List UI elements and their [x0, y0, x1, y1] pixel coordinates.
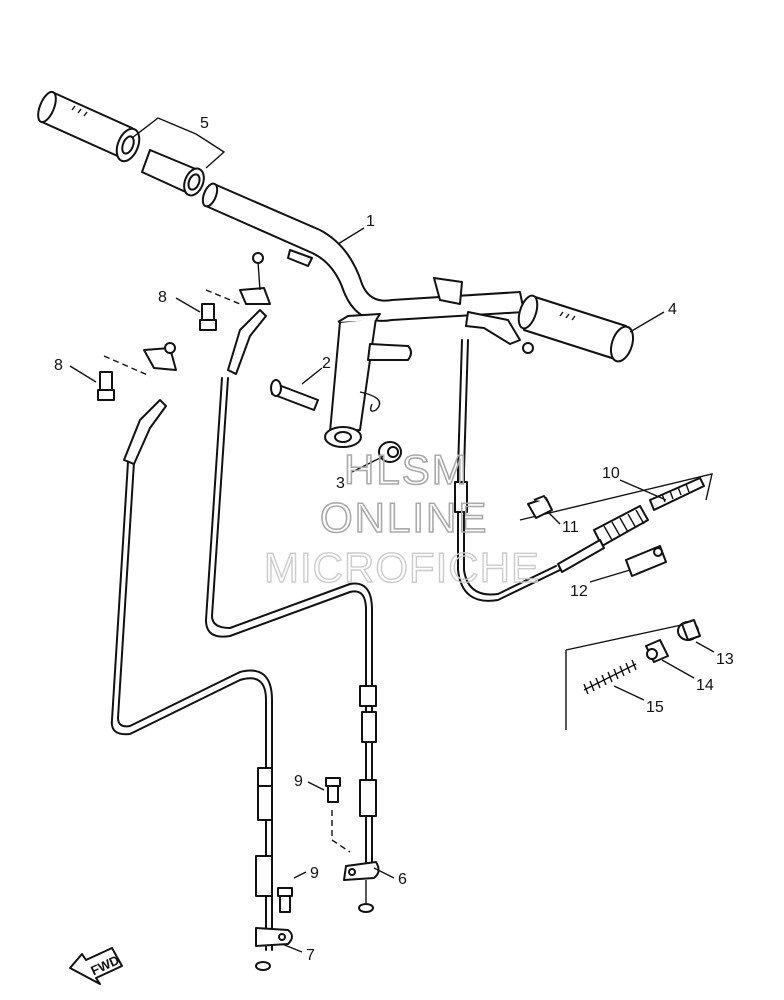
leader-10 — [619, 479, 667, 501]
handlebar-holder — [324, 313, 412, 448]
left-grip — [37, 90, 141, 163]
grip-sleeve — [141, 149, 205, 197]
holder-nut — [378, 441, 402, 463]
callout-15: 15 — [646, 699, 664, 716]
callout-8-lower: 8 — [54, 357, 63, 374]
callout-5: 5 — [200, 115, 209, 132]
callout-4: 4 — [668, 301, 677, 318]
screw-8-lower — [97, 371, 115, 401]
brake-lever — [465, 311, 534, 354]
leader-12 — [589, 569, 631, 583]
cap — [677, 619, 701, 641]
leader-1 — [337, 227, 365, 245]
leader-5 — [131, 117, 226, 169]
callout-9-lower: 9 — [310, 865, 319, 882]
brake-cable-left — [205, 377, 367, 871]
joint-piece — [645, 639, 669, 663]
callout-12: 12 — [570, 583, 588, 600]
callout-3: 3 — [336, 475, 345, 492]
leader-9a — [307, 781, 325, 791]
cable-bracket-lower — [255, 927, 293, 971]
leader-8a — [175, 297, 201, 313]
callout-7: 7 — [306, 947, 315, 964]
cable-bracket-right — [343, 861, 380, 913]
watermark-hlsm: HLSM — [344, 446, 469, 493]
brake-cable-right — [457, 339, 561, 602]
leader-15 — [613, 685, 645, 701]
left-cable-end — [123, 342, 177, 465]
leader-11 — [547, 511, 561, 525]
callout-10: 10 — [602, 465, 620, 482]
leader-13 — [695, 641, 715, 653]
fwd-arrow: FWD — [69, 947, 123, 985]
watermark-online: ONLINE — [320, 494, 488, 541]
leader-4 — [629, 311, 665, 333]
leader-2 — [301, 367, 323, 385]
leader-8b — [69, 365, 97, 383]
throttle-cable — [110, 461, 267, 951]
screw-8-upper — [199, 303, 217, 331]
callout-1: 1 — [366, 213, 375, 230]
callout-8-upper: 8 — [158, 289, 167, 306]
bracket-10 — [519, 473, 713, 521]
leader-14 — [661, 659, 695, 679]
upper-cable-end — [227, 252, 271, 375]
screw-9-lower — [277, 887, 293, 913]
holder-bolt — [270, 379, 319, 411]
callout-13: 13 — [716, 651, 734, 668]
bracket-13-15 — [565, 623, 687, 730]
callout-6: 6 — [398, 871, 407, 888]
callout-11: 11 — [562, 519, 579, 536]
screw-9-upper — [325, 777, 341, 803]
handlebar — [201, 182, 525, 322]
callout-2: 2 — [322, 355, 331, 372]
leader-6 — [373, 867, 395, 879]
cable-adjuster — [557, 477, 705, 573]
leader-9b — [293, 871, 307, 879]
leader-7 — [281, 943, 303, 953]
callout-14: 14 — [696, 677, 714, 694]
leader-3 — [351, 455, 385, 473]
callout-9-upper: 9 — [294, 773, 303, 790]
watermark-microfiche: MICROFICHE — [264, 544, 540, 591]
spring — [583, 659, 637, 695]
right-grip — [517, 294, 635, 363]
